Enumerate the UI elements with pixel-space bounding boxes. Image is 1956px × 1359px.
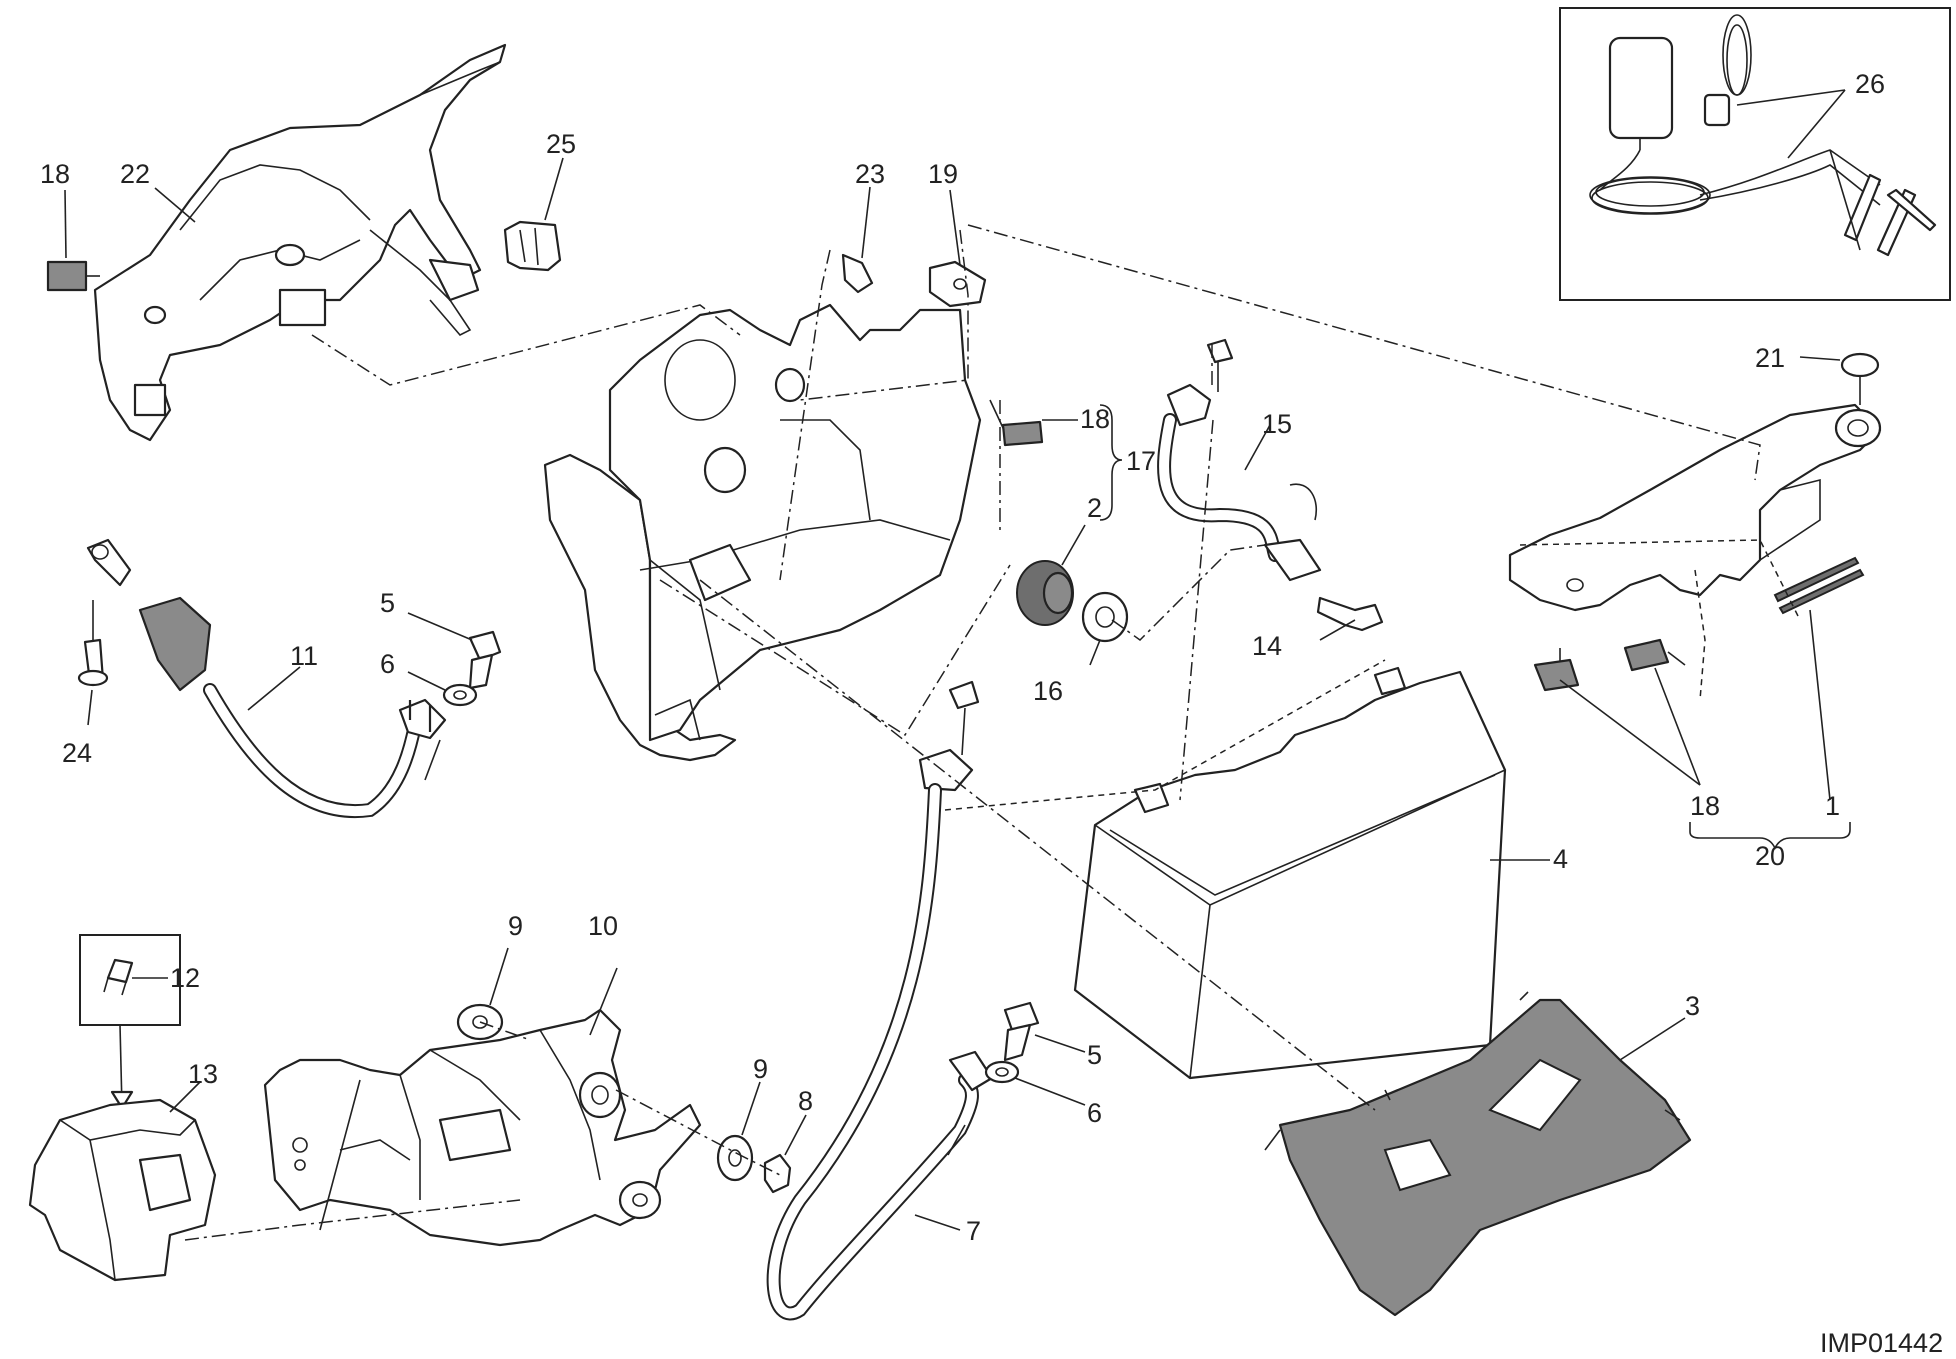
label-5-lower: 5 — [1087, 1040, 1102, 1070]
label-24: 24 — [62, 738, 92, 768]
label-18-right: 18 — [1690, 791, 1720, 821]
bolt-14: 14 — [1252, 596, 1384, 661]
label-8: 8 — [798, 1086, 813, 1116]
label-15: 15 — [1262, 409, 1292, 439]
clip-19: 19 — [928, 159, 987, 308]
rear-frame-bracket: 18 22 — [40, 43, 507, 442]
screw-23: 23 — [841, 159, 885, 294]
label-18-top-left: 18 — [40, 159, 70, 189]
label-21: 21 — [1755, 343, 1785, 373]
battery-4: 4 — [1073, 666, 1568, 1080]
label-25: 25 — [546, 129, 576, 159]
grommet-2 — [1016, 524, 1086, 626]
fuse-box-12: 12 — [79, 934, 200, 1110]
label-4: 4 — [1553, 844, 1568, 874]
label-9-lower: 9 — [753, 1054, 768, 1084]
battery-tray: 18 17 2 — [543, 303, 1156, 762]
label-2: 2 — [1087, 493, 1102, 523]
label-9-upper: 9 — [508, 911, 523, 941]
drawing-reference-code: IMP01442 — [1820, 1328, 1943, 1358]
label-18-tray: 18 — [1080, 404, 1110, 434]
label-6-left: 6 — [380, 649, 395, 679]
bracket-20: 21 18 1 20 — [1508, 343, 1882, 871]
positive-cable-15: 15 — [1157, 338, 1322, 582]
charger-inset: 26 — [1559, 7, 1951, 301]
label-5-left: 5 — [380, 588, 395, 618]
label-6-lower: 6 — [1087, 1098, 1102, 1128]
relay-13: 13 — [28, 1059, 218, 1282]
cover-10: 10 9 9 8 — [263, 911, 813, 1247]
assembly-guide-lines — [184, 224, 1801, 1241]
label-13: 13 — [188, 1059, 218, 1089]
battery-lead-7: 7 5 6 — [766, 680, 1102, 1321]
washer-16: 16 — [1033, 591, 1129, 706]
label-17: 17 — [1126, 446, 1156, 476]
label-10: 10 — [588, 911, 618, 941]
label-19: 19 — [928, 159, 958, 189]
battery-holder-3: 3 — [1264, 991, 1700, 1317]
label-11: 11 — [290, 641, 318, 671]
label-26: 26 — [1855, 69, 1885, 99]
clip-25: 25 — [503, 129, 576, 272]
ground-cable-11: 24 11 5 6 — [62, 538, 502, 819]
label-20: 20 — [1755, 841, 1785, 871]
label-23: 23 — [855, 159, 885, 189]
label-3: 3 — [1685, 991, 1700, 1021]
label-22: 22 — [120, 159, 150, 189]
label-14: 14 — [1252, 631, 1282, 661]
label-16: 16 — [1033, 676, 1063, 706]
label-7: 7 — [966, 1216, 981, 1246]
label-1: 1 — [1825, 791, 1840, 821]
label-12: 12 — [170, 963, 200, 993]
